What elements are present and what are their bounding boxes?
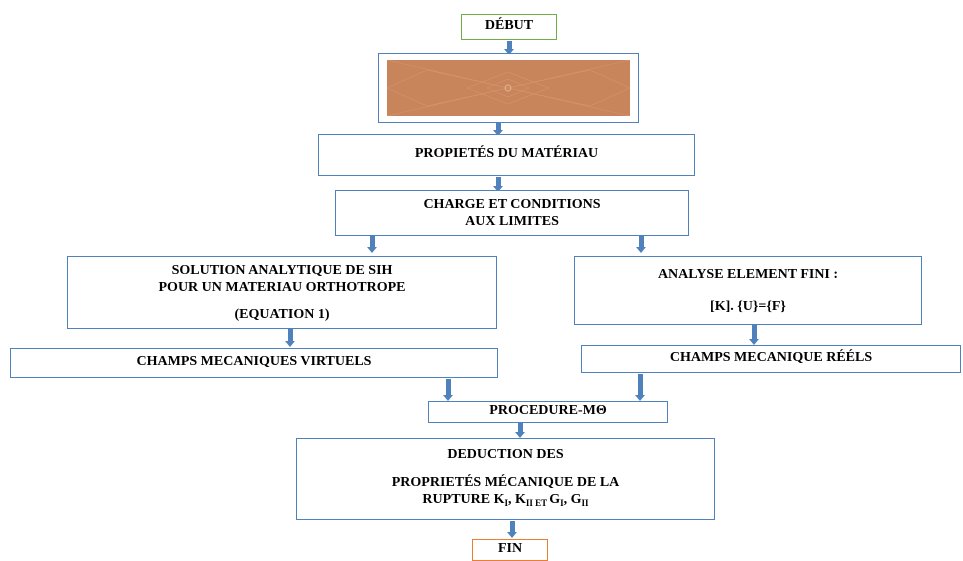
deduction-line-2: PROPRIETÉS MÉCANIQUE DE LA (391, 475, 620, 490)
arrow-procedure-to-deduction (515, 423, 525, 438)
deduction-line-1: DEDUCTION DES (447, 447, 564, 462)
virtual-fields-label: CHAMPS MECANIQUES VIRTUELS (136, 354, 372, 369)
arrow-material-to-loads (493, 177, 503, 192)
arrow-loads-to-analytic (367, 236, 377, 253)
procedure-box: PROCEDURE-MΘ (428, 401, 668, 423)
end-label: FIN (497, 541, 523, 556)
arrow-deduction-to-end (507, 521, 517, 538)
analytic-solution-box: SOLUTION ANALYTIQUE DE SIH POUR UN MATER… (67, 256, 497, 329)
finite-element-mesh-image (387, 60, 630, 116)
g1-subscript: I (560, 498, 564, 508)
procedure-label: PROCEDURE-MΘ (489, 403, 607, 418)
virtual-fields-box: CHAMPS MECANIQUES VIRTUELS (10, 348, 498, 378)
start-box: DÉBUT (461, 14, 557, 40)
start-label: DÉBUT (484, 18, 534, 33)
fem-analysis-box: ANALYSE ELEMENT FINI : [K]. {U}={F} (574, 256, 922, 325)
g1-symbol: G (549, 492, 561, 507)
arrow-real-to-procedure (635, 374, 645, 401)
analytic-line-1: SOLUTION ANALYTIQUE DE SIH (171, 263, 393, 278)
k2-subscript: II ET (526, 498, 549, 508)
et-text: ET (532, 498, 550, 508)
fem-line-2: [K]. {U}={F} (710, 299, 786, 314)
k2-separator: , K (508, 492, 526, 507)
real-fields-box: CHAMPS MECANIQUE RÉÉLS (581, 345, 961, 373)
mesh-image-box (378, 53, 639, 123)
material-properties-box: PROPIETÉS DU MATÉRIAU (318, 134, 695, 176)
analytic-line-3: (EQUATION 1) (234, 307, 330, 322)
g2-subscript: II (581, 498, 589, 508)
rupture-prefix: RUPTURE K (422, 492, 505, 507)
arrow-fem-to-real (749, 325, 759, 345)
k1-subscript: I (504, 498, 508, 508)
deduction-line-3: RUPTURE KI, KII ET GI, GII (297, 491, 714, 508)
material-properties-label: PROPIETÉS DU MATÉRIAU (414, 146, 599, 161)
analytic-line-2: POUR UN MATERIAU ORTHOTROPE (158, 280, 406, 295)
arrow-virtual-to-procedure (443, 379, 453, 401)
g2-separator: , G (563, 492, 582, 507)
arrow-start-to-mesh (504, 41, 514, 55)
loads-line-2: AUX LIMITES (465, 214, 559, 229)
real-fields-label: CHAMPS MECANIQUE RÉÉLS (669, 350, 873, 365)
arrow-analytic-to-virtual (285, 329, 295, 347)
deduction-box: DEDUCTION DES PROPRIETÉS MÉCANIQUE DE LA… (296, 438, 715, 520)
loads-line-1: CHARGE ET CONDITIONS (423, 197, 601, 212)
arrow-loads-to-fem (636, 236, 646, 253)
k2-subscript-text: II (525, 498, 533, 508)
fem-line-1: ANALYSE ELEMENT FINI : (657, 267, 839, 282)
loads-boundary-box: CHARGE ET CONDITIONS AUX LIMITES (335, 190, 689, 236)
arrow-mesh-to-material (493, 123, 503, 136)
end-box: FIN (472, 539, 548, 561)
